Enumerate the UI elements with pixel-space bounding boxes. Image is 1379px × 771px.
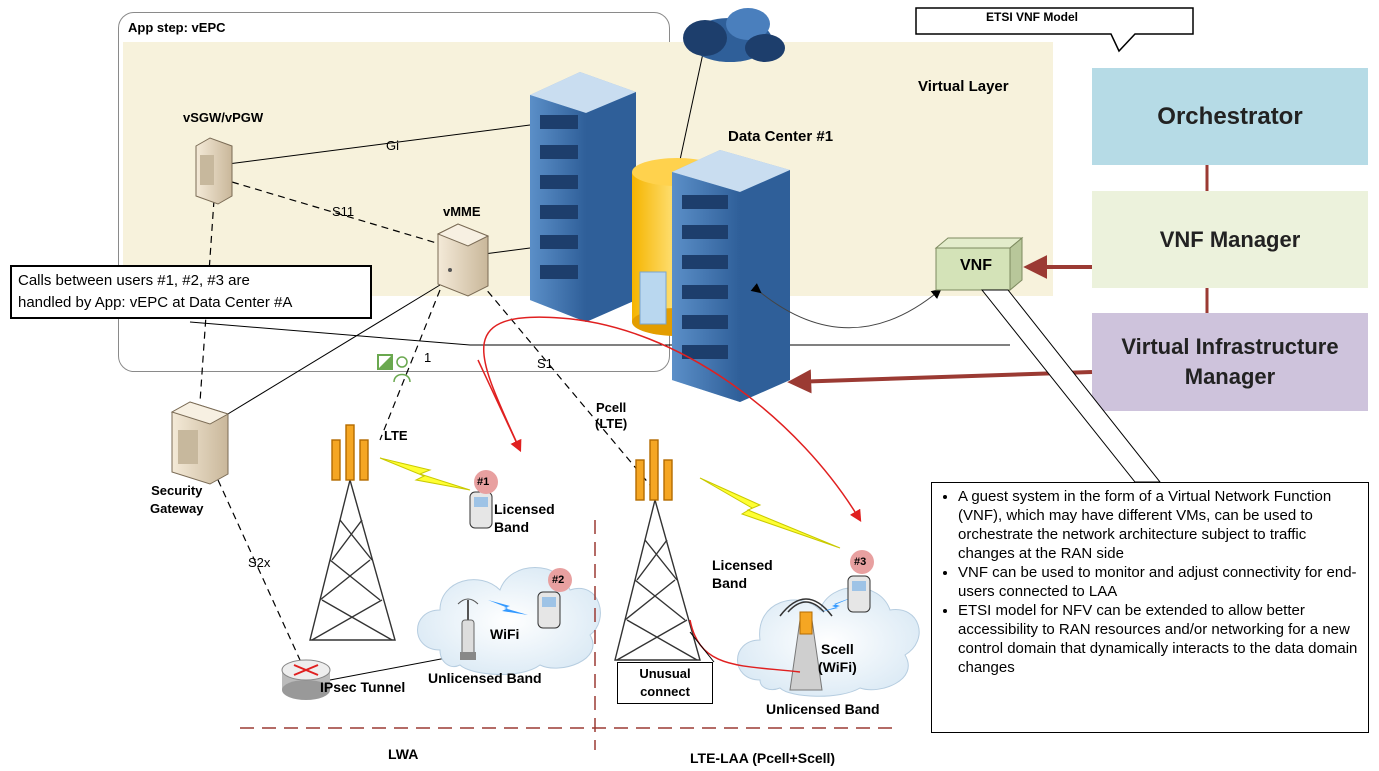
phone-user-3-icon [847,550,874,613]
call-flow-arc [482,316,862,523]
dc-vnf-curve [750,283,942,329]
licensed-band2-line2: Band [712,575,747,591]
virtual-layer-label: Virtual Layer [918,78,1009,95]
callout-line1: Calls between users #1, #2, #3 are [18,272,250,289]
cloud-icon [683,8,785,62]
pcell-signal-bolt [699,477,841,549]
vnf-manager-box: VNF Manager [1092,191,1368,288]
bullet-item: VNF can be used to monitor and adjust co… [958,563,1362,601]
s1-link [479,281,651,486]
callout-pointer [189,321,1010,346]
pcell-tower-icon [614,439,701,661]
callout-line2: handled by App: vEPC at Data Center #A [18,294,293,311]
mme-dc-link [483,247,531,255]
lte-signal-bolt [379,457,471,491]
ipsec-tunnel-label: IPsec Tunnel [320,679,406,695]
vim-line2: Manager [1184,364,1276,389]
licensed-band-label-lte: Licensed Band [494,500,555,536]
mme-secgw-link [217,284,441,421]
s2x-link [217,479,301,661]
gi-link [227,124,531,165]
gi-label: Gi [386,138,399,153]
link-one-label: 1 [424,350,432,365]
vnf-callout-pointer [980,289,1162,483]
unusual-connect-line [689,619,801,673]
licensed-band-line1: Licensed [494,501,555,517]
unlicensed-band-label-lwa: Unlicensed Band [428,670,542,686]
bullet-item: ETSI model for NFV can be extended to al… [958,601,1362,677]
security-gateway-line2: Gateway [150,501,204,516]
pcell-line1: Pcell [595,400,627,415]
unlicensed-band-label-laa: Unlicensed Band [766,701,880,717]
scell-line1: Scell [821,641,854,657]
bullet-item: A guest system in the form of a Virtual … [958,487,1362,563]
pcell-line2: (LTE) [595,416,628,431]
lwa-label: LWA [388,746,419,762]
vmme-label: vMME [443,204,481,219]
vsgw-label: vSGW/vPGW [183,110,264,125]
lte-tower-icon [309,424,396,641]
call-flow-to-user1 [477,359,522,453]
licensed-band-label-pcell: Licensed Band [712,556,773,592]
vim-box: Virtual Infrastructure Manager [1092,313,1368,411]
ipsec-router-icon [281,659,331,700]
scell-line2: (WiFi) [818,659,857,675]
bullet-notes-box: A guest system in the form of a Virtual … [931,482,1369,733]
user3-badge: #3 [854,556,867,568]
user-presence-icon [377,354,411,383]
wifi-signal-bolt-lwa [488,600,528,615]
security-gateway-icon [170,401,230,485]
data-center-label: Data Center #1 [728,128,834,145]
wifi-label: WiFi [490,626,520,642]
calls-callout: Calls between users #1, #2, #3 are handl… [10,265,372,319]
lte-laa-label: LTE-LAA (Pcell+Scell) [690,750,836,766]
scell-label: Scell (WiFi) [818,640,857,676]
vnf-box [934,236,1024,292]
router-ap-link [329,654,463,681]
vim-to-dc-arrow [787,369,1093,394]
vnf-label: VNF [960,257,992,274]
mme-lte-link [379,289,441,441]
unusual-connect-pointer [689,631,715,663]
unusual-connect-box: Unusual connect [617,662,713,704]
wifi-cloud-laa [737,587,920,697]
unusual-line2: connect [640,684,690,699]
pcell-label: Pcell (LTE) [595,400,627,432]
unusual-line1: Unusual [639,666,691,681]
s2x-label: S2x [248,555,271,570]
etsi-model-title: ETSI VNF Model [986,10,1079,24]
licensed-band2-line1: Licensed [712,557,773,573]
phone-user-2-icon [537,568,572,629]
data-center-server-1 [530,72,636,322]
licensed-band-line2: Band [494,519,529,535]
vsgw-server-icon [195,137,233,205]
wifi-cloud-lwa [417,567,601,675]
frame-title: App step: vEPC [128,20,226,35]
orchestrator-box: Orchestrator [1092,68,1368,165]
phone-user-1-icon [469,470,498,529]
vmme-server-icon [436,223,490,297]
security-gateway-line1: Security [151,483,203,498]
s1-label: S1 [537,356,553,371]
user2-badge: #2 [552,574,565,586]
lte-label: LTE [384,428,408,443]
vim-line1: Virtual Infrastructure [1121,334,1339,359]
user1-badge: #1 [477,476,490,488]
wifi-access-point-icon [457,598,479,660]
data-center-server-2 [672,150,790,402]
s11-link [231,181,441,245]
etsi-model-callout-shape [915,7,1194,53]
security-gateway-label: Security Gateway [150,482,203,518]
s11-label: S11 [332,204,355,219]
